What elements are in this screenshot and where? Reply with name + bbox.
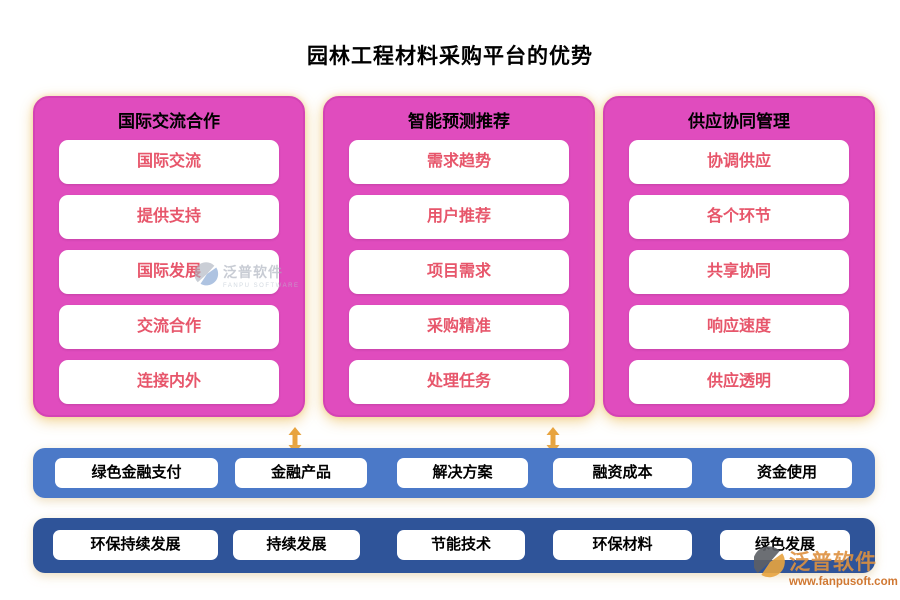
bar-pill: 绿色金融支付 xyxy=(55,458,218,488)
feature-pill: 各个环节 xyxy=(629,195,849,239)
column-supply-collaboration: 供应协同管理 协调供应 各个环节 共享协同 响应速度 供应透明 xyxy=(603,96,875,417)
feature-pill: 用户推荐 xyxy=(349,195,569,239)
feature-pill: 交流合作 xyxy=(59,305,279,349)
column-smart-prediction: 智能预测推荐 需求趋势 用户推荐 项目需求 采购精准 处理任务 xyxy=(323,96,595,417)
eco-sustainability-bar: 环保持续发展 持续发展 节能技术 环保材料 绿色发展 xyxy=(33,518,875,573)
double-arrow-icon xyxy=(288,427,302,453)
green-finance-bar: 绿色金融支付 金融产品 解决方案 融资成本 资金使用 xyxy=(33,448,875,498)
bar-pill: 持续发展 xyxy=(233,530,360,560)
watermark-url: www.fanpusoft.com xyxy=(789,576,898,588)
bar-pill: 金融产品 xyxy=(235,458,367,488)
double-arrow-icon xyxy=(546,427,560,453)
feature-pill: 协调供应 xyxy=(629,140,849,184)
feature-pill: 共享协同 xyxy=(629,250,849,294)
bar-pill: 节能技术 xyxy=(397,530,525,560)
bar-pill: 融资成本 xyxy=(553,458,692,488)
feature-pill: 项目需求 xyxy=(349,250,569,294)
feature-pill: 国际交流 xyxy=(59,140,279,184)
column-header: 供应协同管理 xyxy=(688,112,790,131)
bar-pill: 环保材料 xyxy=(553,530,692,560)
bar-pill: 解决方案 xyxy=(397,458,528,488)
page-title: 园林工程材料采购平台的优势 xyxy=(307,45,593,68)
bar-pill: 环保持续发展 xyxy=(53,530,218,560)
feature-pill: 连接内外 xyxy=(59,360,279,404)
feature-pill: 供应透明 xyxy=(629,360,849,404)
column-header: 国际交流合作 xyxy=(118,112,220,131)
feature-pill: 响应速度 xyxy=(629,305,849,349)
bar-pill: 绿色发展 xyxy=(720,530,850,560)
feature-pill: 处理任务 xyxy=(349,360,569,404)
feature-pill: 提供支持 xyxy=(59,195,279,239)
feature-pill: 国际发展 xyxy=(59,250,279,294)
feature-pill: 采购精准 xyxy=(349,305,569,349)
bar-pill: 资金使用 xyxy=(722,458,852,488)
column-international-cooperation: 国际交流合作 国际交流 提供支持 国际发展 交流合作 连接内外 xyxy=(33,96,305,417)
feature-pill: 需求趋势 xyxy=(349,140,569,184)
column-header: 智能预测推荐 xyxy=(408,112,510,131)
